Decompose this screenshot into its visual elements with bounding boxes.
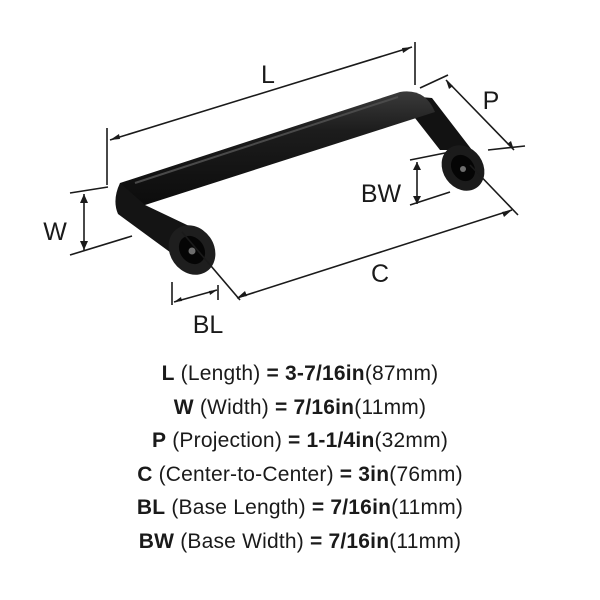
dimension-BW-label: BW (361, 180, 402, 208)
dimension-P-label: P (483, 87, 500, 115)
dimension-L: L (106, 42, 416, 185)
spec-metric: (76mm) (389, 462, 463, 486)
spec-abbr: BL (136, 496, 166, 519)
spec-equals: = (310, 529, 329, 553)
dimension-BW: BW (361, 151, 451, 208)
spec-imperial: 7/16in (293, 395, 355, 419)
spec-equals: = (339, 462, 359, 486)
dimension-W-label: W (43, 218, 67, 246)
dimension-BL-label: BL (193, 311, 224, 339)
spec-abbr: BW (138, 529, 175, 553)
dimension-P: P (419, 74, 526, 151)
spec-name: (Base Length) (165, 496, 312, 519)
spec-name: (Projection) (166, 429, 289, 452)
spec-metric: (11mm) (391, 496, 464, 519)
spec-imperial: 7/16in (330, 496, 392, 519)
dimension-C: C (181, 164, 519, 301)
spec-name: (Width) (193, 395, 275, 419)
spec-abbr: P (151, 429, 167, 452)
spec-row-length: L (Length) = 3-7/16in(87mm) (0, 357, 600, 391)
spec-metric: (11mm) (354, 395, 427, 419)
spec-name: (Center-to-Center) (152, 462, 340, 486)
specifications-list: L (Length) = 3-7/16in(87mm) W (Width) = … (0, 357, 600, 558)
spec-row-base-length: BL (Base Length) = 7/16in(11mm) (0, 491, 600, 525)
spec-name: (Length) (174, 362, 267, 385)
spec-equals: = (274, 395, 294, 419)
spec-row-base-width: BW (Base Width) = 7/16in(11mm) (0, 525, 600, 559)
spec-equals: = (266, 362, 286, 385)
handle-dimension-diagram: L P W BW C (43, 42, 526, 339)
spec-row-width: W (Width) = 7/16in(11mm) (0, 391, 600, 425)
spec-imperial: 3-7/16in (285, 362, 365, 385)
spec-row-center-to-center: C (Center-to-Center) = 3in(76mm) (0, 458, 600, 492)
spec-imperial: 3in (358, 462, 390, 486)
spec-metric: (32mm) (374, 429, 449, 452)
dimension-BL: BL (171, 282, 224, 339)
dimension-C-label: C (371, 260, 389, 288)
spec-equals: = (288, 429, 307, 452)
spec-metric: (87mm) (364, 362, 439, 385)
spec-row-projection: P (Projection) = 1-1/4in(32mm) (0, 424, 600, 458)
dimension-L-label: L (261, 61, 275, 89)
spec-abbr: C (137, 462, 153, 486)
spec-abbr: L (161, 362, 175, 385)
spec-imperial: 1-1/4in (306, 429, 375, 452)
handle-product-image (115, 91, 485, 275)
spec-imperial: 7/16in (328, 529, 390, 553)
spec-name: (Base Width) (174, 529, 310, 553)
spec-equals: = (311, 496, 331, 519)
spec-metric: (11mm) (389, 529, 462, 553)
dimension-W: W (43, 186, 133, 256)
spec-abbr: W (173, 395, 194, 419)
